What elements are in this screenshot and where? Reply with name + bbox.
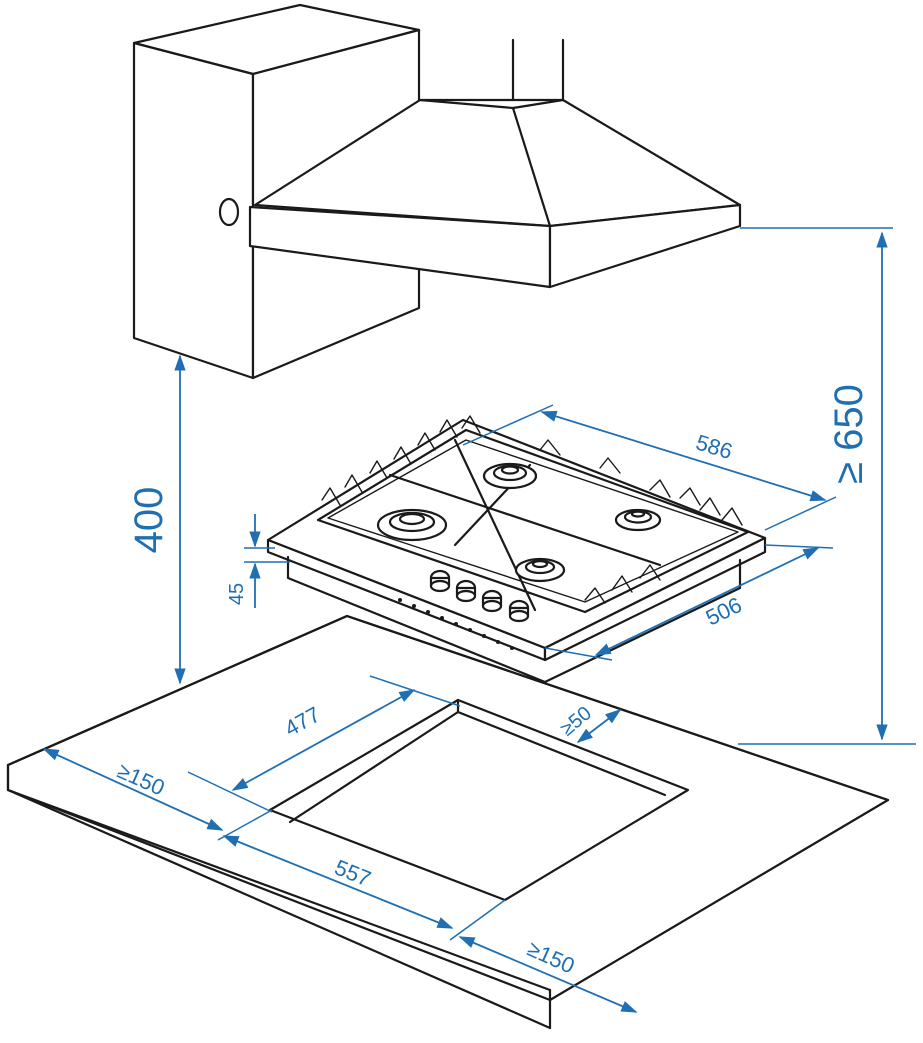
knob-icon (429, 569, 451, 593)
burner-small-icon (514, 557, 566, 583)
knob-icon (455, 579, 477, 603)
worktop (6, 614, 890, 1030)
dim-hood-height: ≥ 650 (827, 384, 871, 484)
dim-hob-depth: 506 (702, 592, 746, 631)
dim-hob-width: 586 (693, 430, 735, 465)
vent-holes (398, 598, 514, 650)
burner-large-icon (376, 508, 448, 542)
control-knobs (429, 569, 530, 623)
dimension-lines (42, 227, 916, 1013)
knob-icon (481, 589, 503, 613)
burner-right-icon (614, 508, 662, 532)
cooker-hood (248, 38, 742, 289)
burner-rear-icon (482, 462, 538, 490)
knob-icon (508, 599, 530, 623)
dim-cabinet-clearance: 400 (127, 487, 171, 554)
cabinet-knob-icon (218, 197, 240, 227)
dim-hob-height: 45 (226, 583, 248, 605)
